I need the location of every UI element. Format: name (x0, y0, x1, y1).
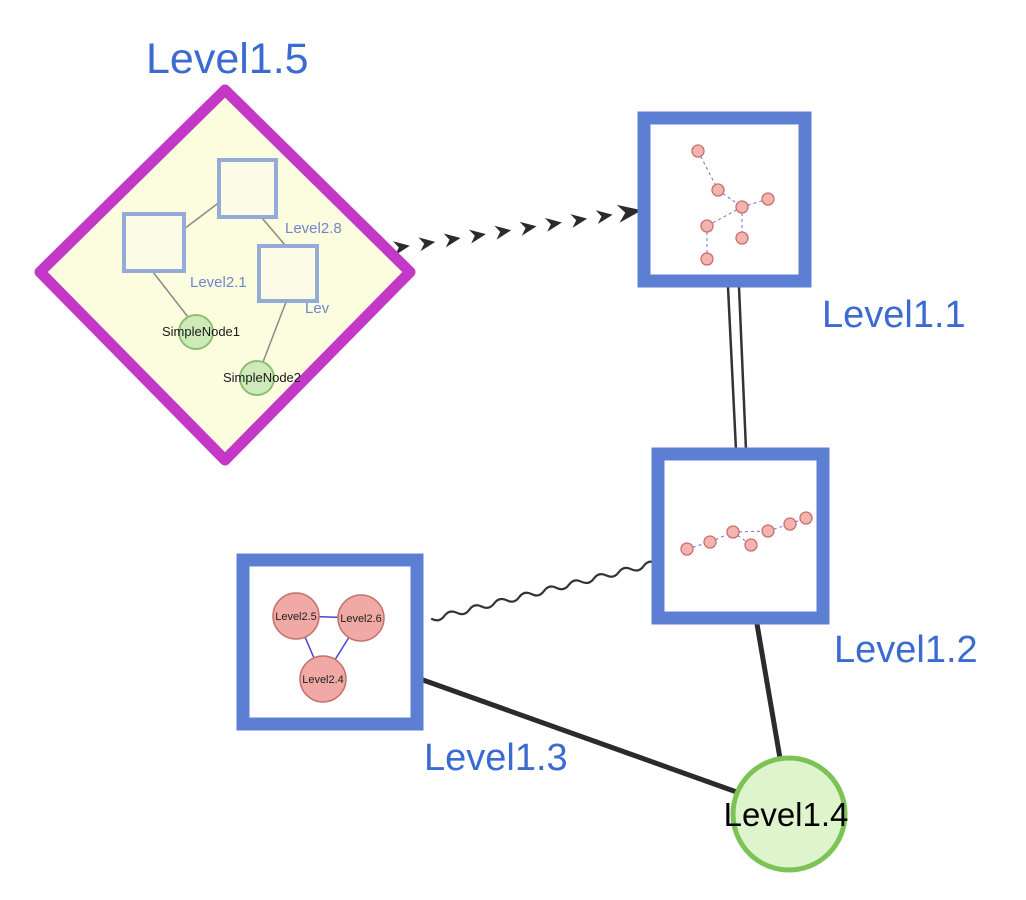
child-node-level2-1[interactable] (122, 212, 186, 273)
arrow-chevron (519, 221, 537, 236)
edge-level12-to-level14[interactable] (754, 621, 785, 773)
mini-node[interactable] (761, 524, 775, 538)
label-level1-5: Level1.5 (146, 35, 309, 83)
mini-edge[interactable] (697, 150, 719, 191)
arrow-chevron (545, 218, 562, 232)
label-level1-2: Level1.2 (834, 629, 978, 671)
edge-level13-to-level12-wavy[interactable] (430, 560, 658, 622)
arrow-chevron (443, 233, 461, 248)
node-level1-1[interactable]: Level1.1 (637, 111, 966, 336)
label-level2-4: Level2.4 (302, 674, 344, 686)
diamond-shape[interactable] (34, 84, 416, 466)
child-node-simplenode2[interactable] (239, 360, 275, 396)
mini-node[interactable] (700, 219, 714, 233)
mini-node[interactable] (783, 517, 797, 531)
arrow-chevron (393, 241, 410, 256)
label-simplenode1: SimpleNode1 (162, 324, 240, 339)
child-node-level2-4[interactable] (299, 655, 347, 703)
mini-node[interactable] (744, 538, 758, 552)
edge-level11-to-level12-double-line[interactable] (726, 286, 748, 451)
label-level2-1: Level2.1 (190, 274, 247, 291)
edge-level15-to-level11-dashed-arrow[interactable] (393, 204, 642, 256)
child-node-level2-6[interactable] (337, 594, 385, 642)
mini-node[interactable] (726, 525, 740, 539)
arrow-chevron (494, 225, 512, 240)
node-level1-3[interactable]: Level2.5 Level2.6 Level2.4 Level1.3 (236, 553, 568, 779)
level1-4-circle-shape[interactable] (730, 755, 848, 873)
mini-node[interactable] (799, 511, 813, 525)
arrow-chevron (616, 204, 642, 223)
level1-1-box-shape[interactable] (637, 111, 812, 288)
arrow-chevron (595, 210, 613, 224)
child-node-level2-8[interactable] (217, 158, 278, 219)
node-level1-2[interactable]: Level1.2 (651, 447, 978, 671)
mini-node[interactable] (735, 200, 749, 214)
level1-1-mini-graph (691, 144, 775, 266)
label-level2-6: Level2.6 (340, 613, 382, 625)
label-level2-5: Level2.5 (275, 611, 317, 623)
arrow-chevron (570, 214, 588, 228)
label-level1-1: Level1.1 (822, 294, 966, 336)
mini-edge[interactable] (741, 198, 769, 208)
mini-node[interactable] (761, 192, 775, 206)
label-level2-8: Level2.8 (285, 220, 342, 237)
child-edge-left-top[interactable] (183, 200, 222, 230)
mini-node[interactable] (700, 252, 714, 266)
mini-node[interactable] (735, 231, 749, 245)
double-line-right (737, 286, 748, 451)
mini-node[interactable] (711, 183, 725, 197)
child-edge-top-right[interactable] (261, 217, 286, 246)
mini-node[interactable] (703, 535, 717, 549)
arrow-chevron (418, 237, 436, 252)
label-level2-right: Lev (305, 300, 330, 317)
level1-3-mini-graph: Level2.5 Level2.6 Level2.4 (272, 592, 385, 703)
child-node-level2-right[interactable] (257, 244, 319, 303)
mini-node[interactable] (680, 542, 694, 556)
double-line-left (726, 286, 738, 451)
level1-2-mini-graph (680, 511, 813, 556)
level1-2-box-shape[interactable] (651, 447, 830, 625)
child-edge-right-simple2[interactable] (262, 301, 287, 363)
node-level1-4[interactable]: Level1.4 (724, 755, 849, 873)
label-level1-4: Level1.4 (724, 796, 849, 833)
child-node-simplenode1[interactable] (178, 314, 214, 350)
mini-node[interactable] (691, 144, 705, 158)
child-node-level2-5[interactable] (272, 592, 320, 640)
label-simplenode2: SimpleNode2 (223, 370, 301, 385)
node-level1-5[interactable]: Level1.5 Level2.8 Level2.1 Lev SimpleNod… (34, 35, 416, 466)
label-level1-3: Level1.3 (424, 737, 568, 779)
child-edge-left-simple1[interactable] (152, 271, 189, 318)
edge-level13-to-level14[interactable] (420, 677, 748, 798)
arrow-chevron (469, 229, 486, 244)
